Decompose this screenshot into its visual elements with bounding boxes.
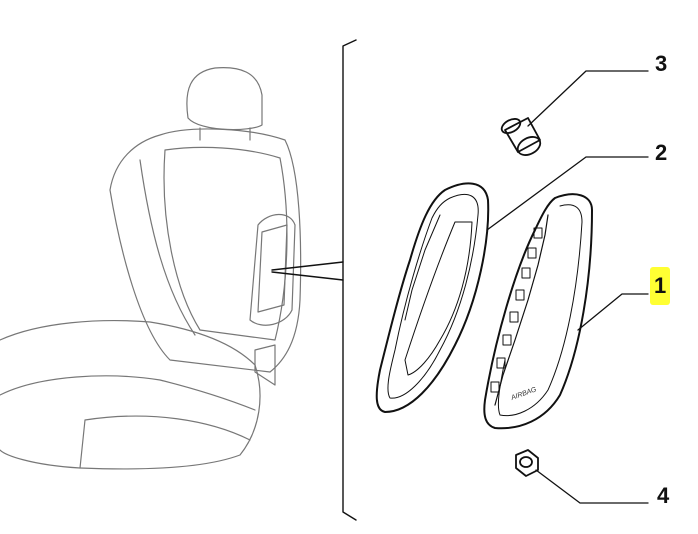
leader-3 <box>527 70 649 127</box>
bracket-line <box>271 39 357 521</box>
callout-1-highlighted[interactable]: 1 <box>650 267 671 305</box>
seat-illustration <box>0 67 302 470</box>
leader-lines <box>486 70 649 504</box>
seat-backrest <box>109 128 302 373</box>
part-1-airbag-cover: AIRBAG <box>483 193 593 430</box>
leader-4 <box>535 469 649 504</box>
seat-cushion <box>0 319 261 470</box>
headrest <box>186 67 263 131</box>
callout-4[interactable]: 4 <box>657 483 670 508</box>
callout-3[interactable]: 3 <box>655 51 668 76</box>
callout-2[interactable]: 2 <box>655 140 668 165</box>
leader-2 <box>486 156 649 231</box>
leader-1 <box>577 293 649 331</box>
airbag-marking: AIRBAG <box>509 386 538 402</box>
part-3-cap <box>500 117 542 156</box>
part-4-nut <box>515 449 539 477</box>
part-2-trim-panel <box>375 182 490 413</box>
